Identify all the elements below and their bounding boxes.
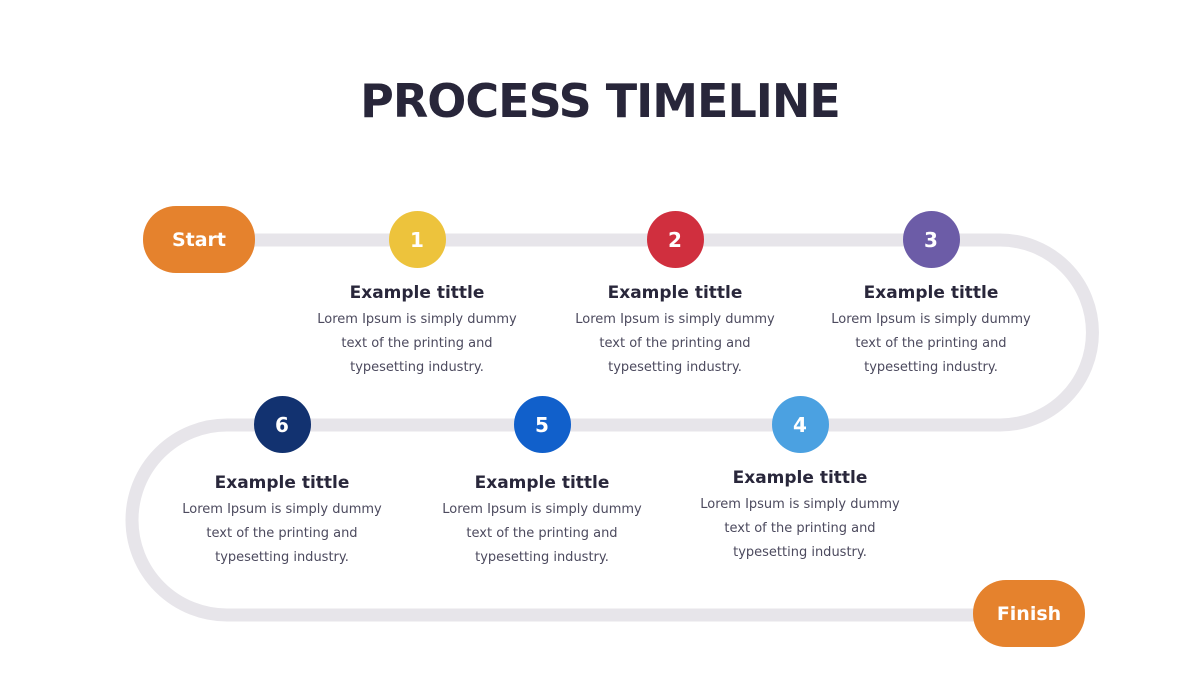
step-4: 4 Example tittle Lorem Ipsum is simply d…	[680, 396, 920, 565]
step-6-body-line: typesetting industry.	[215, 550, 349, 565]
step-2-marker: 2	[646, 211, 704, 268]
step-4-body-line: Lorem Ipsum is simply dummy	[700, 497, 900, 512]
step-3-body: Lorem Ipsum is simply dummy text of the …	[831, 308, 1030, 380]
step-3: 3 Example tittle Lorem Ipsum is simply d…	[811, 211, 1051, 380]
step-5: 5 Example tittle Lorem Ipsum is simply d…	[422, 396, 662, 570]
step-5-marker: 5	[513, 396, 571, 453]
step-1: 1 Example tittle Lorem Ipsum is simply d…	[297, 211, 537, 380]
step-5-body-line: typesetting industry.	[475, 550, 609, 565]
step-3-body-line: typesetting industry.	[864, 360, 998, 375]
step-5-body: Lorem Ipsum is simply dummy text of the …	[442, 498, 641, 570]
step-1-marker: 1	[388, 211, 446, 268]
step-4-body-line: typesetting industry.	[733, 545, 867, 560]
step-5-body-line: text of the printing and	[466, 526, 618, 541]
step-2-body-line: text of the printing and	[599, 336, 751, 351]
step-1-body: Lorem Ipsum is simply dummy text of the …	[317, 308, 516, 380]
step-6-body-line: Lorem Ipsum is simply dummy	[182, 502, 382, 517]
step-2: 2 Example tittle Lorem Ipsum is simply d…	[555, 211, 795, 380]
page-title: PROCESS TIMELINE	[360, 74, 841, 128]
step-4-body: Lorem Ipsum is simply dummy text of the …	[700, 493, 899, 565]
step-5-title: Example tittle	[474, 473, 610, 493]
step-6-title: Example tittle	[214, 473, 350, 493]
step-1-body-line: Lorem Ipsum is simply dummy	[317, 312, 517, 327]
step-2-body-line: Lorem Ipsum is simply dummy	[575, 312, 775, 327]
step-6-marker: 6	[253, 396, 311, 453]
start-badge: Start	[143, 206, 255, 273]
step-2-title: Example tittle	[607, 283, 743, 303]
step-6-body: Lorem Ipsum is simply dummy text of the …	[182, 498, 381, 570]
step-5-body-line: Lorem Ipsum is simply dummy	[442, 502, 642, 517]
step-1-body-line: text of the printing and	[341, 336, 493, 351]
step-3-title: Example tittle	[863, 283, 999, 303]
step-3-body-line: Lorem Ipsum is simply dummy	[831, 312, 1031, 327]
step-4-title: Example tittle	[732, 468, 868, 488]
step-1-body-line: typesetting industry.	[350, 360, 484, 375]
step-4-marker: 4	[771, 396, 829, 453]
step-2-body-line: typesetting industry.	[608, 360, 742, 375]
timeline-track-path	[125, 233, 1099, 622]
step-4-body-line: text of the printing and	[724, 521, 876, 536]
step-2-body: Lorem Ipsum is simply dummy text of the …	[575, 308, 774, 380]
step-3-marker: 3	[902, 211, 960, 268]
step-6-body-line: text of the printing and	[206, 526, 358, 541]
step-3-body-line: text of the printing and	[855, 336, 1007, 351]
step-1-title: Example tittle	[349, 283, 485, 303]
step-6: 6 Example tittle Lorem Ipsum is simply d…	[162, 396, 402, 570]
finish-badge: Finish	[973, 580, 1085, 647]
